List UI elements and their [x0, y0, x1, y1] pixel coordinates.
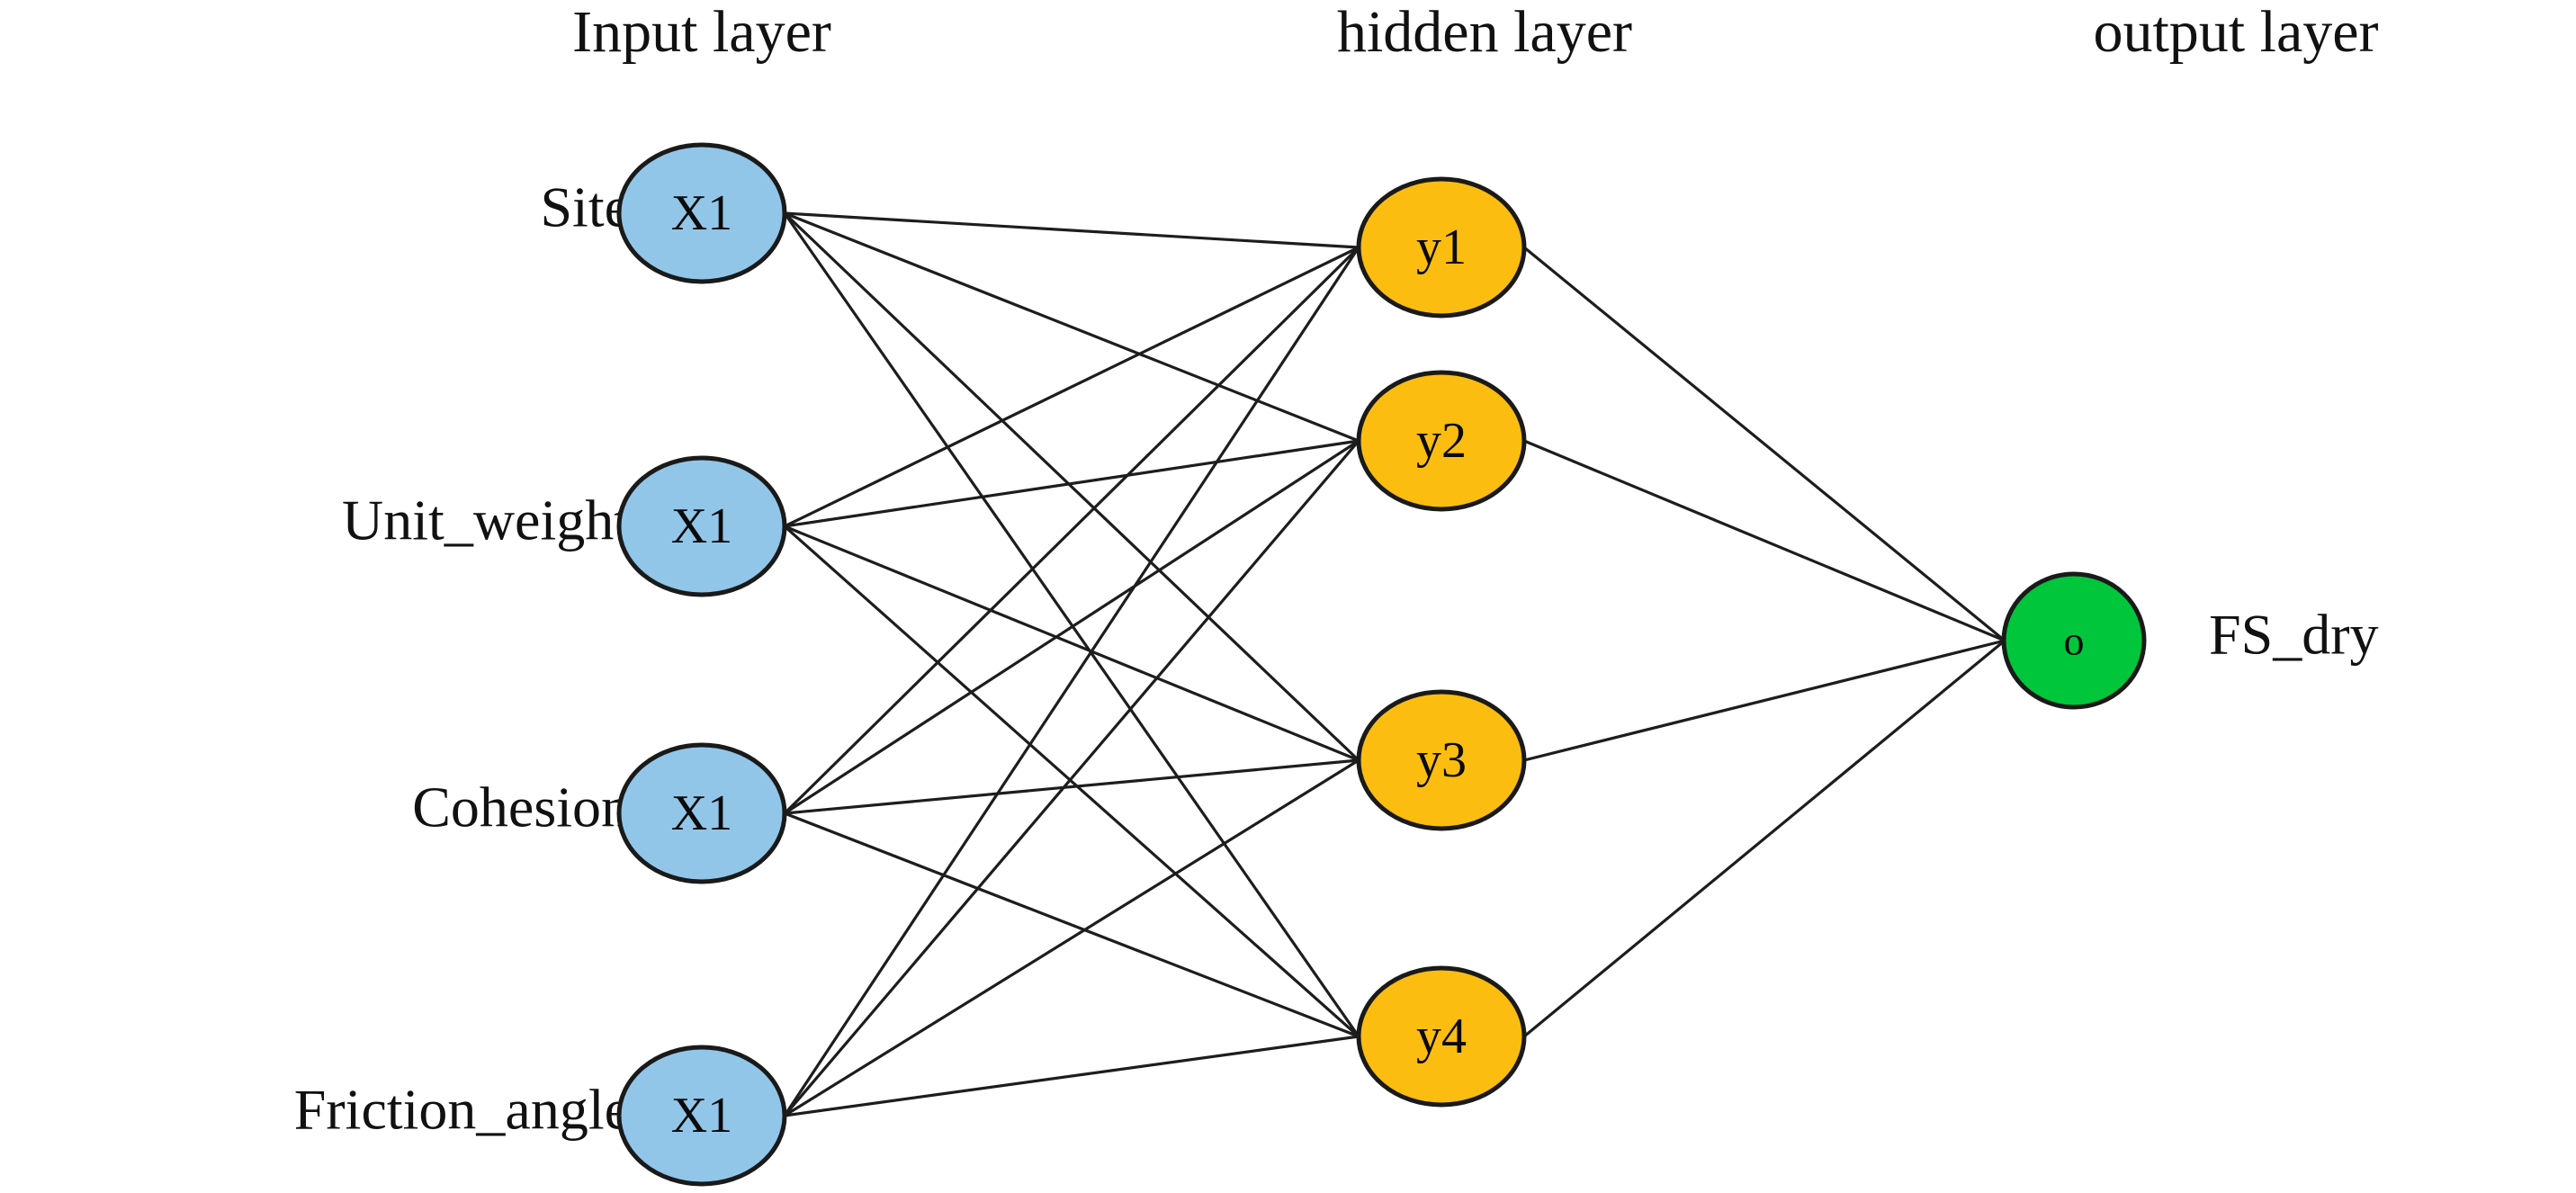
heading-hidden-layer: hidden layer [1337, 0, 1632, 65]
output-node-text-o: o [2064, 618, 2085, 664]
hidden-node-y4[interactable]: y4 [1356, 965, 1527, 1108]
edge-y3-o [1522, 639, 2006, 762]
hidden-node-y3[interactable]: y3 [1356, 689, 1527, 831]
edge-x2-y4 [783, 525, 1360, 1038]
input-node-ellipse-cohesion[interactable] [616, 742, 787, 884]
hidden-node-text-y2: y2 [1416, 413, 1467, 469]
edge-y2-o [1522, 439, 2006, 642]
input-node-cohesion[interactable]: Cohesion X1 [412, 742, 787, 884]
edge-x1-y1 [783, 211, 1360, 249]
input-layer-group: Site X1 Unit_weight X1 Cohesion X1 Frict… [294, 142, 787, 1187]
hidden-node-text-y4: y4 [1416, 1009, 1467, 1064]
hidden-node-ellipse-y2[interactable] [1356, 370, 1527, 512]
input-label-cohesion: Cohesion [412, 776, 630, 839]
hidden-node-ellipse-y3[interactable] [1356, 689, 1527, 831]
input-label-unit-weight: Unit_weight [342, 489, 630, 552]
edge-x3-y3 [783, 758, 1360, 815]
layer-headings: Input layer hidden layer output layer [572, 0, 2378, 65]
input-node-unit-weight[interactable]: Unit_weight X1 [342, 455, 787, 597]
input-node-text-cohesion: X1 [671, 785, 732, 841]
edge-x1-y4 [783, 211, 1360, 1038]
edge-x2-y2 [783, 439, 1360, 528]
edge-y1-o [1522, 246, 2006, 642]
input-node-text-unit-weight: X1 [671, 498, 732, 554]
edge-x4-y3 [783, 758, 1360, 1117]
hidden-node-y2[interactable]: y2 [1356, 370, 1527, 512]
edge-x2-y3 [783, 525, 1360, 762]
edge-y4-o [1522, 639, 2006, 1038]
edge-x1-y3 [783, 211, 1360, 762]
input-label-site: Site [540, 175, 630, 239]
input-node-text-friction-angle: X1 [671, 1088, 732, 1144]
edge-x4-y1 [783, 246, 1360, 1117]
input-node-site[interactable]: Site X1 [540, 142, 787, 284]
input-node-ellipse-friction-angle[interactable] [616, 1045, 787, 1187]
heading-output-layer: output layer [2093, 0, 2378, 65]
edge-x4-y4 [783, 1035, 1360, 1117]
hidden-layer-group: y1 y2 y3 y4 [1356, 176, 1527, 1108]
output-node-o[interactable]: o [2001, 571, 2147, 710]
edge-x1-y2 [783, 211, 1360, 443]
input-node-ellipse-site[interactable] [616, 142, 787, 284]
edge-x3-y2 [783, 439, 1360, 815]
output-layer-group: o FS_dry [2001, 571, 2379, 710]
heading-input-layer: Input layer [572, 0, 831, 65]
input-node-text-site: X1 [671, 185, 732, 241]
hidden-node-y1[interactable]: y1 [1356, 176, 1527, 318]
input-node-friction-angle[interactable]: Friction_angle X1 [294, 1045, 787, 1187]
output-label-fs-dry: FS_dry [2209, 603, 2379, 667]
output-node-ellipse-o[interactable] [2001, 571, 2147, 710]
edge-x2-y1 [783, 246, 1360, 528]
edge-x3-y1 [783, 246, 1360, 815]
hidden-node-ellipse-y1[interactable] [1356, 176, 1527, 318]
edge-x4-y2 [783, 439, 1360, 1117]
edges-input-to-hidden [783, 211, 1360, 1117]
edges-hidden-to-output [1522, 246, 2006, 1038]
input-label-friction-angle: Friction_angle [294, 1078, 630, 1142]
input-node-ellipse-unit-weight[interactable] [616, 455, 787, 597]
edge-x3-y4 [783, 812, 1360, 1038]
hidden-node-text-y1: y1 [1416, 220, 1467, 275]
hidden-node-ellipse-y4[interactable] [1356, 965, 1527, 1108]
hidden-node-text-y3: y3 [1416, 732, 1467, 788]
